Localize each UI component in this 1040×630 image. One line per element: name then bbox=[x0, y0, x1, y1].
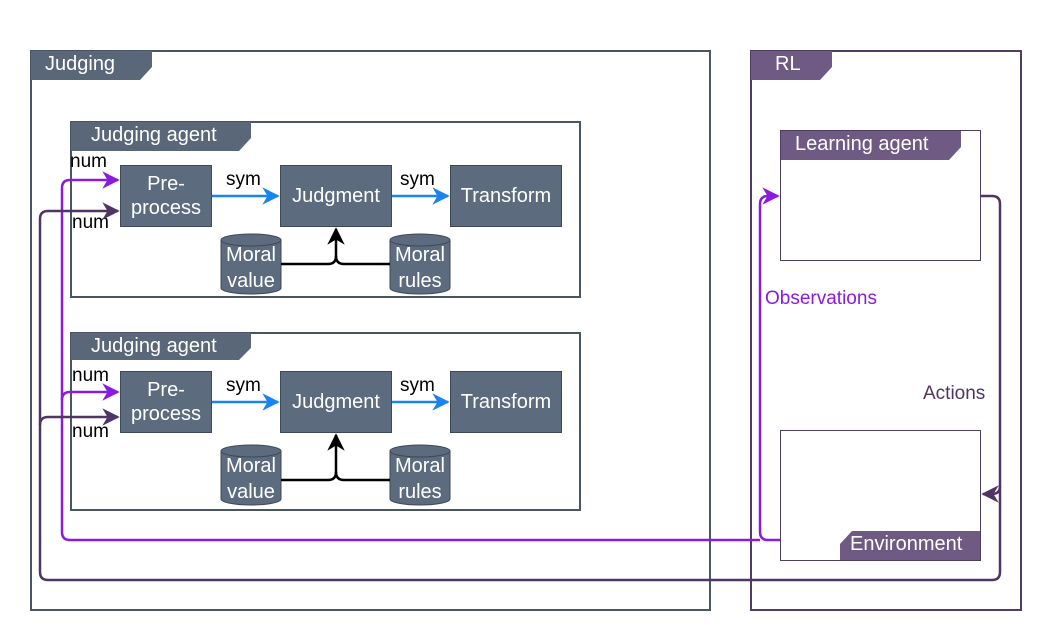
rl-title: RL bbox=[751, 51, 832, 80]
judging-agent-2 bbox=[70, 332, 581, 511]
sym-label-1b: sym bbox=[400, 169, 435, 190]
judgment-box-1: Judgment bbox=[280, 165, 392, 227]
judgment-box-2: Judgment bbox=[280, 371, 392, 433]
preprocess-box-2: Pre- process bbox=[120, 371, 212, 433]
moral-merge-arrows bbox=[281, 227, 390, 482]
num-label-2a: num bbox=[72, 365, 109, 386]
moral-rules-cylinder-2 bbox=[389, 444, 451, 506]
preprocess-box-1: Pre- process bbox=[120, 165, 212, 227]
num-label-1a: num bbox=[70, 151, 107, 172]
num-label-2b: num bbox=[72, 421, 109, 442]
judging-agent-1 bbox=[70, 121, 581, 298]
sym-label-2a: sym bbox=[226, 375, 261, 396]
actions-path bbox=[38, 194, 1002, 582]
actions-label: Actions bbox=[923, 383, 986, 404]
environment-title: Environment bbox=[840, 531, 980, 560]
moral-value-label-2: Moral value bbox=[225, 455, 276, 503]
observations-label: Observations bbox=[765, 288, 877, 309]
transform-box-1: Transform bbox=[450, 165, 562, 227]
num-label-1b: num bbox=[72, 212, 109, 233]
moral-rules-label-2: Moral rules bbox=[394, 455, 445, 503]
judging-agent-2-title: Judging agent bbox=[71, 333, 251, 360]
moral-value-label-1: Moral value bbox=[225, 244, 276, 292]
sym-label-1a: sym bbox=[226, 169, 261, 190]
rl-frame bbox=[750, 50, 1022, 611]
moral-value-cylinder-1 bbox=[220, 233, 282, 295]
moral-rules-cylinder-1 bbox=[389, 233, 451, 295]
judging-agent-1-title: Judging agent bbox=[71, 122, 251, 151]
transform-box-2: Transform bbox=[450, 371, 562, 433]
sym-label-2b: sym bbox=[400, 375, 435, 396]
learning-agent-title: Learning agent bbox=[781, 131, 961, 160]
observations-path bbox=[60, 171, 780, 542]
sym-arrows bbox=[212, 187, 450, 411]
moral-rules-label-1: Moral rules bbox=[394, 244, 445, 292]
judging-frame bbox=[30, 50, 711, 611]
judging-title: Judging bbox=[31, 51, 152, 80]
moral-value-cylinder-2 bbox=[220, 444, 282, 506]
